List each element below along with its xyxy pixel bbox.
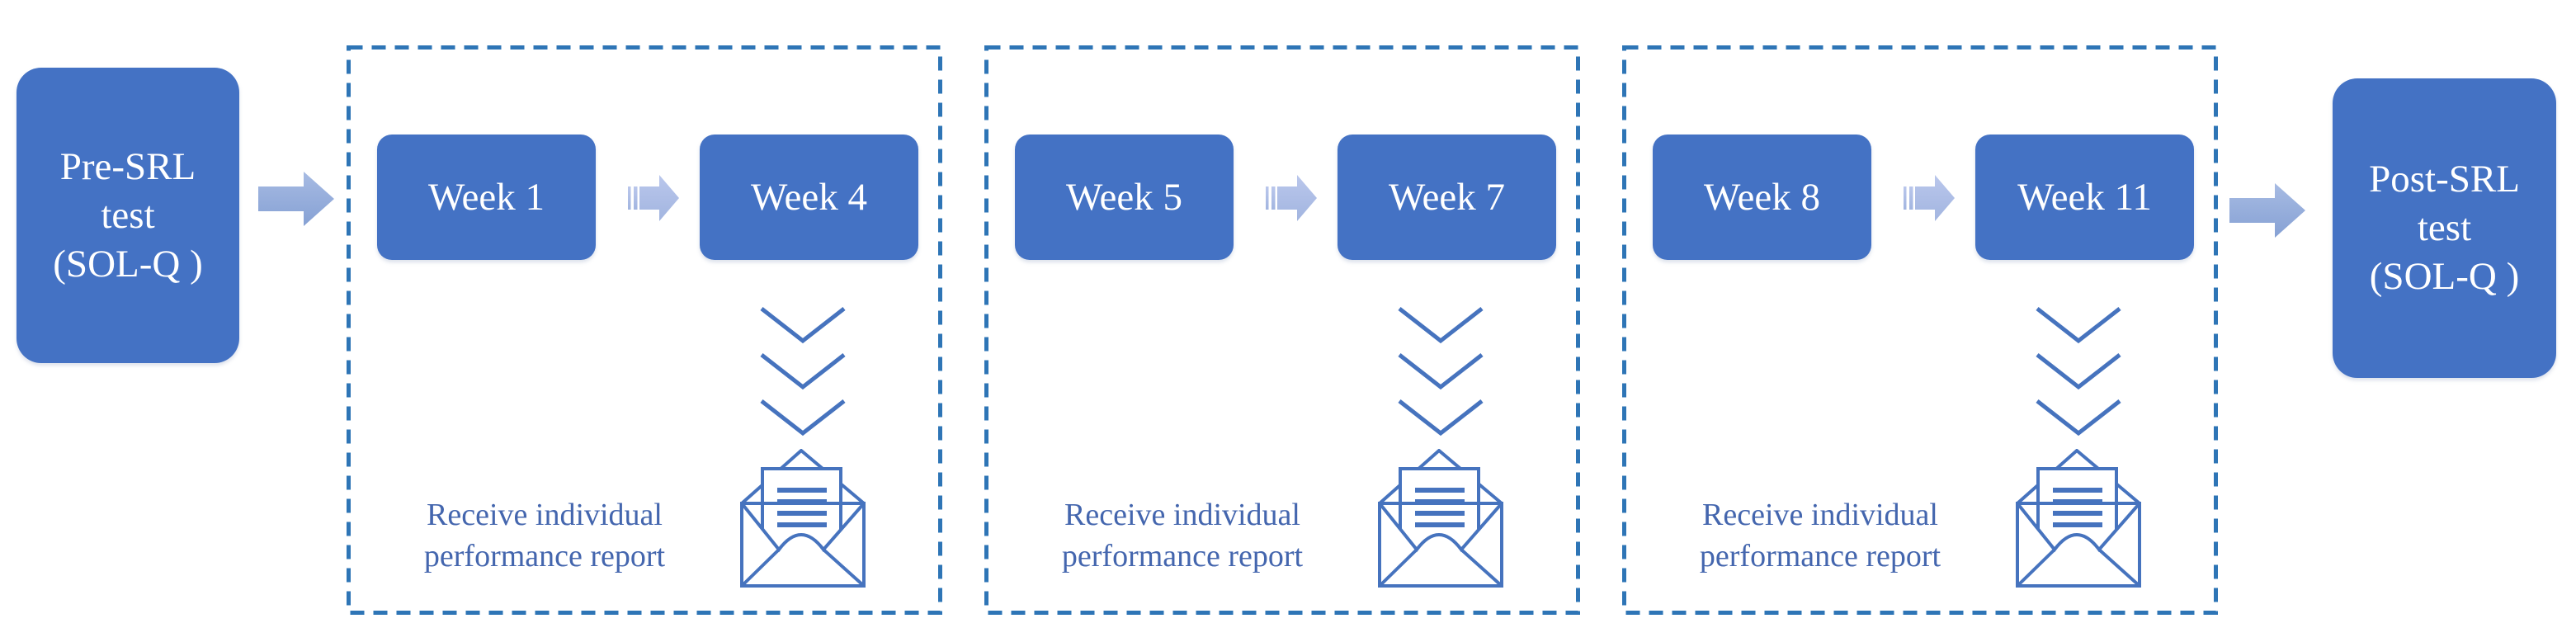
open-envelope-icon — [740, 449, 866, 588]
right-arrow-icon — [2229, 183, 2305, 238]
pre-test-node: Pre-SRL test (SOL-Q ) — [17, 68, 239, 363]
right-arrow-icon — [258, 172, 334, 226]
striped-right-arrow-icon — [628, 175, 679, 221]
week-start-box: Week 5 — [1015, 135, 1234, 260]
report-caption-line: performance report — [1061, 539, 1304, 574]
report-caption-line: performance report — [1699, 539, 1941, 574]
triple-chevron-down-icon — [760, 307, 846, 437]
post-test-line: Post-SRL — [2369, 158, 2520, 201]
week-start-label: Week 1 — [427, 176, 545, 219]
phase-weeks-8-11: Week 8 Week 11 Receive individual perfor… — [1622, 45, 2218, 615]
week-start-box: Week 8 — [1653, 135, 1871, 260]
pre-test-line: Pre-SRL — [59, 144, 196, 188]
week-end-box: Week 7 — [1338, 135, 1556, 260]
week-end-label: Week 7 — [1388, 176, 1506, 219]
triple-chevron-down-icon — [1398, 307, 1484, 437]
report-caption-line: performance report — [423, 539, 666, 574]
pre-test-line: (SOL-Q ) — [53, 242, 203, 286]
week-start-box: Week 1 — [377, 135, 596, 260]
report-caption: Receive individual performance report — [361, 494, 728, 577]
pre-test-line: test — [101, 193, 155, 237]
report-caption-line: Receive individual — [1064, 498, 1300, 532]
triple-chevron-down-icon — [2036, 307, 2121, 437]
open-envelope-icon — [2016, 449, 2141, 588]
post-test-line: test — [2417, 206, 2472, 249]
report-caption-line: Receive individual — [427, 498, 663, 532]
week-start-label: Week 5 — [1065, 176, 1183, 219]
striped-right-arrow-icon — [1266, 175, 1317, 221]
phase-weeks-1-4: Week 1 Week 4 Receive individual perform… — [347, 45, 942, 615]
report-caption-line: Receive individual — [1702, 498, 1938, 532]
post-test-node: Post-SRL test (SOL-Q ) — [2333, 78, 2556, 378]
striped-right-arrow-icon — [1904, 175, 1955, 221]
phase-weeks-5-7: Week 5 Week 7 Receive individual perform… — [984, 45, 1580, 615]
report-caption: Receive individual performance report — [1637, 494, 2003, 577]
week-end-box: Week 4 — [700, 135, 918, 260]
week-end-label: Week 4 — [750, 176, 868, 219]
open-envelope-icon — [1378, 449, 1503, 588]
week-end-box: Week 11 — [1975, 135, 2194, 260]
week-start-label: Week 8 — [1703, 176, 1821, 219]
report-caption: Receive individual performance report — [999, 494, 1366, 577]
week-end-label: Week 11 — [2017, 176, 2152, 219]
post-test-line: (SOL-Q ) — [2369, 255, 2520, 298]
